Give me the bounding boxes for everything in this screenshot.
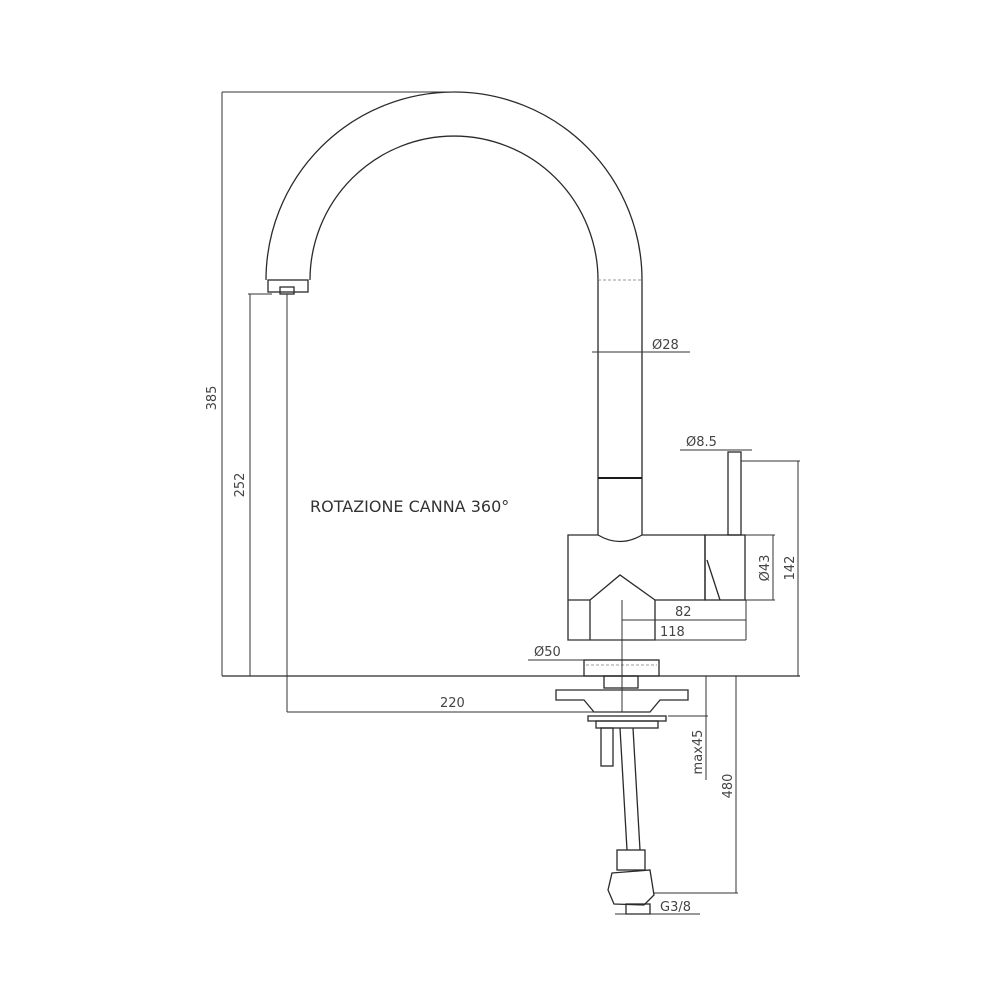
dim-total-height: 385 <box>205 386 220 411</box>
dim-lever-height: 142 <box>783 556 798 581</box>
spout <box>265 91 643 535</box>
shank <box>603 675 639 689</box>
lever-handle <box>727 451 742 536</box>
rotation-note: ROTAZIONE CANNA 360° <box>310 497 509 516</box>
dim-max-deck: max45 <box>691 730 706 775</box>
cartridge-bevel <box>706 559 721 601</box>
aerator <box>279 286 295 295</box>
hose-lines <box>619 727 641 851</box>
dim-body-diameter: Ø43 <box>758 555 773 582</box>
dim-lever-diameter: Ø8.5 <box>686 435 717 450</box>
mounting-plate <box>555 689 689 713</box>
spout-inner-arc <box>309 135 599 281</box>
stud <box>600 727 614 767</box>
dim-spout-height: 252 <box>233 473 248 498</box>
dim-reach-82: 82 <box>675 605 692 620</box>
cartridge-cylinder <box>704 534 746 601</box>
hose-ferrule <box>616 849 646 871</box>
dim-base-diameter: Ø50 <box>534 645 561 660</box>
hex-nut <box>607 869 655 906</box>
dim-hose-length: 480 <box>721 774 736 799</box>
body-outline <box>567 534 706 641</box>
nut <box>595 720 659 729</box>
washer <box>587 715 667 722</box>
base-assembly <box>222 659 800 767</box>
dimension-lines <box>221 91 800 915</box>
dim-reach-118: 118 <box>660 625 685 640</box>
dim-spout-diameter: Ø28 <box>652 338 679 353</box>
spout-tip <box>267 279 309 293</box>
connection-thread <box>625 903 651 915</box>
faucet-body <box>567 451 746 641</box>
dim-spout-reach: 220 <box>440 696 465 711</box>
spout-outer-arc <box>265 91 643 281</box>
dim-connection: G3/8 <box>660 900 691 915</box>
body-inner-cut <box>589 574 656 640</box>
supply-hose <box>607 727 655 915</box>
